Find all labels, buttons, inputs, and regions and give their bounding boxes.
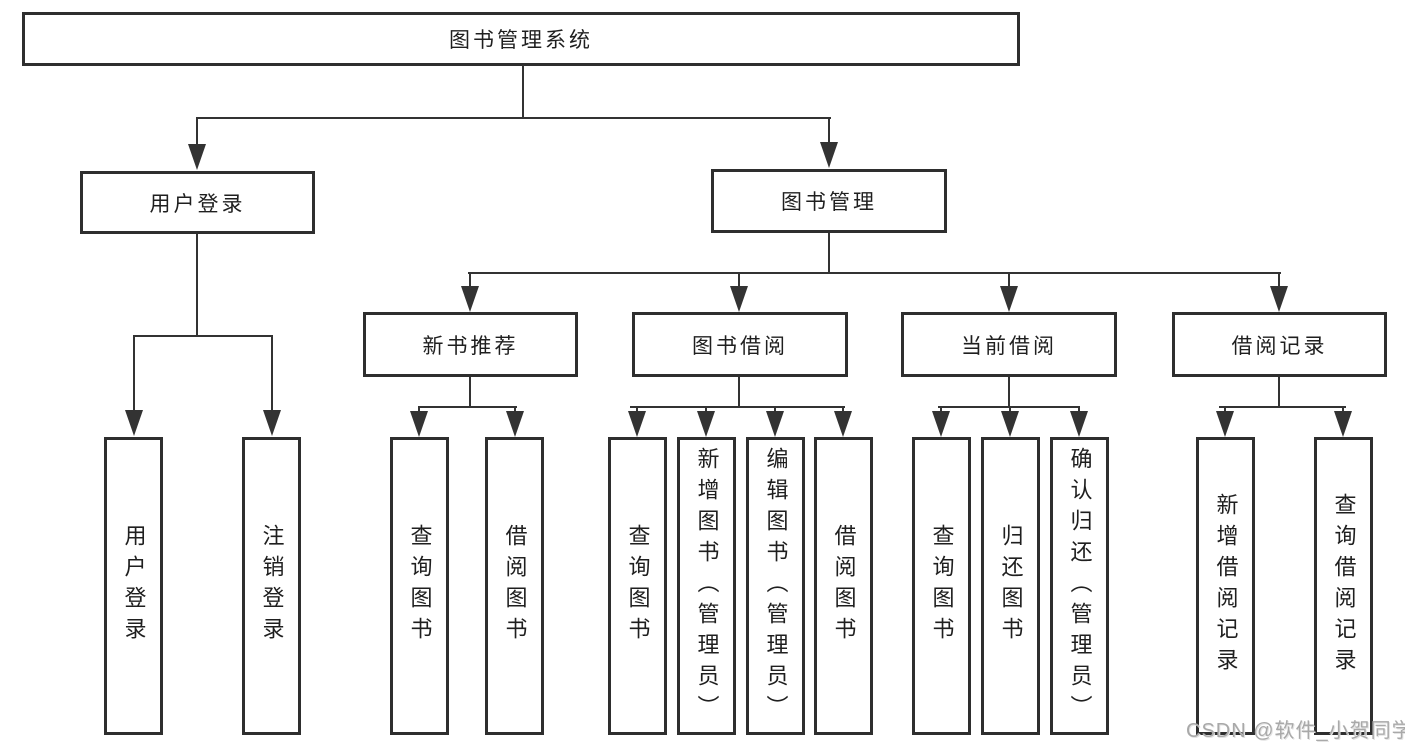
node-current-borrowing: 当前借阅 (901, 312, 1117, 377)
arrow-down-icon (697, 411, 715, 437)
arrow-down-icon (766, 411, 784, 437)
connector-line (469, 272, 471, 290)
leaf-return-books: 归还图书 (981, 437, 1040, 735)
node-label: 借阅记录 (1231, 334, 1328, 358)
leaf-query-books-current: 查询图书 (912, 437, 971, 735)
connector-line (828, 117, 830, 145)
leaf-edit-book-admin: 编辑图书（管理员） (746, 437, 805, 735)
node-label: 用户登录 (121, 524, 147, 648)
connector-line (1342, 406, 1344, 415)
connector-line (514, 406, 516, 415)
connector-line (828, 233, 830, 274)
connector-line (133, 335, 135, 413)
node-label: 当前借阅 (961, 334, 1057, 358)
connector-line (418, 406, 517, 408)
connector-line (738, 272, 740, 290)
leaf-query-books-newbook: 查询图书 (390, 437, 449, 735)
arrow-down-icon (820, 142, 838, 168)
connector-line (133, 335, 273, 337)
connector-line (196, 117, 831, 119)
node-label: 查询图书 (407, 524, 433, 648)
connector-line (196, 234, 198, 337)
connector-line (1009, 406, 1011, 415)
connector-line (469, 377, 471, 408)
connector-line (842, 406, 844, 415)
node-label: 新书推荐 (422, 334, 519, 358)
arrow-down-icon (1070, 411, 1088, 437)
arrow-down-icon (730, 286, 748, 312)
node-label: 新增图书（管理员） (694, 446, 720, 726)
connector-line (774, 406, 776, 415)
arrow-down-icon (506, 411, 524, 437)
node-label: 借阅图书 (502, 524, 528, 648)
node-book-management: 图书管理 (711, 169, 947, 233)
node-label: 编辑图书（管理员） (763, 446, 789, 726)
connector-line (1278, 377, 1280, 408)
node-label: 新增借阅记录 (1213, 493, 1239, 679)
node-borrowing-records: 借阅记录 (1172, 312, 1387, 377)
watermark-text: CSDN @软件_小贺同学 (1186, 720, 1405, 742)
leaf-add-borrow-record: 新增借阅记录 (1196, 437, 1255, 735)
leaf-borrow-books-borrow: 借阅图书 (814, 437, 873, 735)
leaf-logout: 注销登录 (242, 437, 301, 735)
connector-line (940, 406, 942, 415)
arrow-down-icon (410, 411, 428, 437)
connector-line (738, 377, 740, 406)
arrow-down-icon (1001, 411, 1019, 437)
leaf-query-borrow-record: 查询借阅记录 (1314, 437, 1373, 735)
arrow-down-icon (1000, 286, 1018, 312)
arrow-down-icon (125, 410, 143, 436)
node-label: 图书管理 (781, 191, 877, 214)
leaf-query-books-borrow: 查询图书 (608, 437, 667, 735)
connector-line (1008, 272, 1010, 290)
arrow-down-icon (834, 411, 852, 437)
connector-line (630, 406, 845, 408)
connector-line (1224, 406, 1226, 415)
connector-line (418, 406, 420, 415)
node-label: 查询借阅记录 (1331, 493, 1357, 679)
arrow-down-icon (1270, 286, 1288, 312)
connector-line (1078, 406, 1080, 415)
node-label: 用户登录 (149, 192, 246, 216)
arrow-down-icon (1334, 411, 1352, 437)
node-label: 借阅图书 (831, 524, 857, 648)
node-label: 注销登录 (259, 524, 285, 648)
node-label: 图书借阅 (692, 334, 788, 358)
connector-line (1008, 377, 1010, 406)
node-book-borrowing: 图书借阅 (632, 312, 848, 377)
node-library-system: 图书管理系统 (22, 12, 1020, 66)
connector-line (636, 406, 638, 415)
node-new-book-recommendation: 新书推荐 (363, 312, 578, 377)
leaf-borrow-books-newbook: 借阅图书 (485, 437, 544, 735)
node-label: 图书管理系统 (449, 29, 593, 52)
arrow-down-icon (1216, 411, 1234, 437)
connector-line (705, 406, 707, 415)
arrow-down-icon (263, 410, 281, 436)
connector-line (468, 272, 1281, 274)
arrow-down-icon (932, 411, 950, 437)
connector-line (1219, 406, 1346, 408)
arrow-down-icon (188, 144, 206, 170)
node-user-login: 用户登录 (80, 171, 315, 234)
arrow-down-icon (461, 286, 479, 312)
node-label: 确认归还（管理员） (1067, 446, 1093, 726)
connector-line (1278, 272, 1280, 290)
leaf-add-book-admin: 新增图书（管理员） (677, 437, 736, 735)
node-label: 查询图书 (625, 524, 651, 648)
leaf-confirm-return-admin: 确认归还（管理员） (1050, 437, 1109, 735)
leaf-user-login: 用户登录 (104, 437, 163, 735)
connector-line (522, 65, 524, 119)
connector-line (196, 117, 198, 147)
node-label: 归还图书 (998, 524, 1024, 648)
arrow-down-icon (628, 411, 646, 437)
node-label: 查询图书 (929, 524, 955, 648)
connector-line (271, 335, 273, 413)
